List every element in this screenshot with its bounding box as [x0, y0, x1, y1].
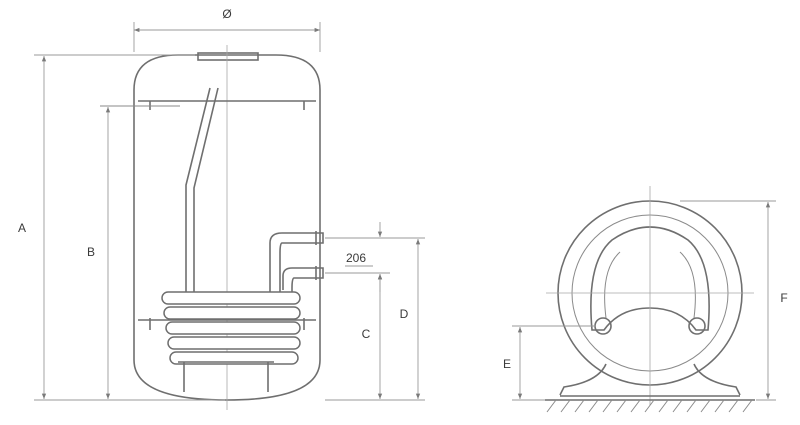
top-flange [197, 52, 259, 61]
left-port [594, 317, 612, 335]
dimension-f-label: F [780, 291, 787, 305]
dimension-a-label: A [18, 221, 26, 235]
dimension-e: E [503, 325, 596, 401]
upper-bracket [100, 100, 316, 110]
dimension-b: B [87, 107, 134, 401]
dimension-c-label: C [362, 327, 371, 341]
diameter-dimension: Ø [133, 7, 321, 52]
lower-bracket [138, 318, 316, 330]
stand [559, 363, 741, 397]
coil-spacing-dimension: 206 [345, 222, 383, 292]
right-port [688, 317, 706, 335]
lower-connection-pipe [282, 267, 324, 296]
tank-outline [133, 54, 321, 401]
bottom-flange [178, 361, 274, 392]
floor-hatching [545, 399, 755, 413]
coil-head [590, 226, 710, 331]
dimension-e-label: E [503, 357, 511, 371]
dimension-b-label: B [87, 245, 95, 259]
dimension-d: D [325, 237, 425, 399]
dimension-d-label: D [400, 307, 409, 321]
upper-connection-pipe [269, 232, 324, 300]
front-view: Ø A B C D [18, 7, 425, 410]
coil-spacing-label: 206 [346, 251, 366, 265]
diameter-label: Ø [222, 7, 231, 21]
side-view: E F [503, 186, 788, 413]
heating-coil [161, 291, 301, 365]
dimension-f: F [680, 200, 788, 401]
inlet-pipe [185, 87, 219, 296]
dimension-c: C [325, 272, 425, 401]
